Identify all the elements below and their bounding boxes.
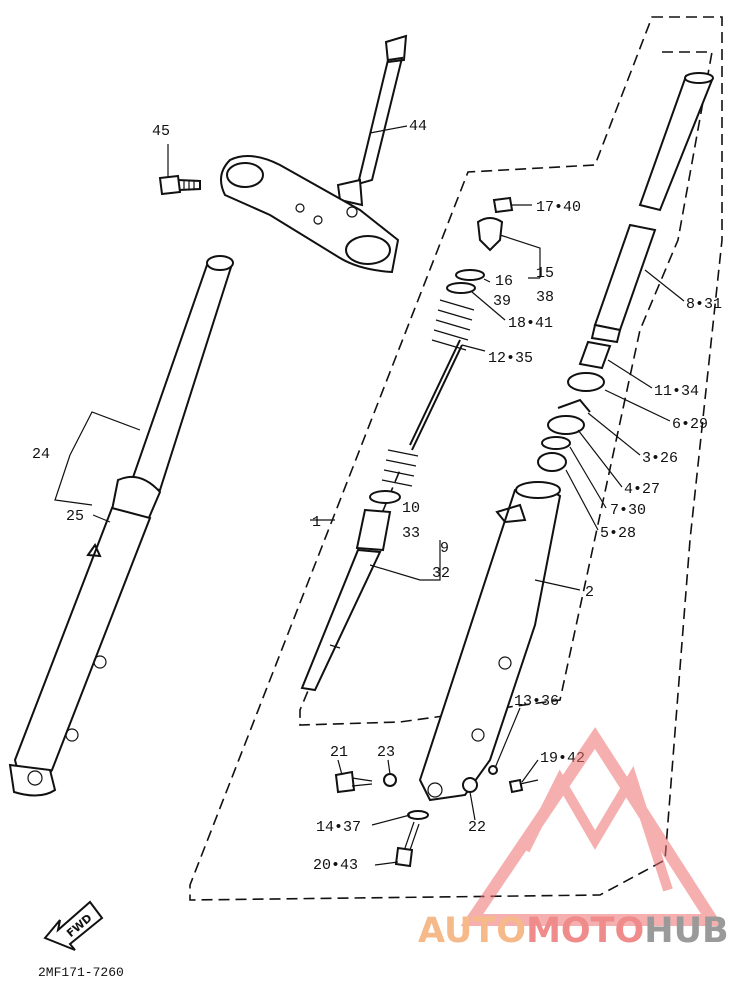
pinch-bolt — [158, 174, 201, 196]
label-13-36: 13•36 — [514, 693, 559, 710]
label-39: 39 — [493, 293, 511, 310]
label-6-29: 6•29 — [672, 416, 708, 433]
label-33: 33 — [402, 525, 420, 542]
under-bracket-assembly — [220, 34, 408, 274]
label-14-37: 14•37 — [316, 819, 361, 836]
label-3-26: 3•26 — [642, 450, 678, 467]
label-9: 9 — [440, 540, 449, 557]
label-18-41: 18•41 — [508, 315, 553, 332]
svg-text:AUTOMOTOHUB: AUTOMOTOHUB — [418, 911, 729, 951]
label-24: 24 — [32, 446, 50, 463]
assembly-boundary-outer — [189, 16, 723, 901]
watermark-text: AUTOMOTOHUB — [418, 911, 729, 951]
label-38: 38 — [536, 289, 554, 306]
label-12-35: 12•35 — [488, 350, 533, 367]
label-15: 15 — [536, 265, 554, 282]
damper-rod-assembly — [300, 284, 475, 692]
label-5-28: 5•28 — [600, 525, 636, 542]
watermark-moto: MOTO — [526, 911, 644, 951]
leader-lines — [54, 125, 685, 866]
diagram-code: 2MF171-7260 — [38, 965, 124, 980]
label-45: 45 — [152, 123, 170, 140]
label-1: 1 — [312, 514, 321, 531]
label-21: 21 — [330, 744, 348, 761]
label-8-31: 8•31 — [686, 296, 722, 313]
label-10: 10 — [402, 500, 420, 517]
label-17-40: 17•40 — [536, 199, 581, 216]
label-20-43: 20•43 — [313, 857, 358, 874]
label-11-34: 11•34 — [654, 383, 699, 400]
label-32: 32 — [432, 565, 450, 582]
watermark-logo — [460, 727, 723, 926]
outer-tube — [418, 481, 562, 802]
label-16: 16 — [495, 273, 513, 290]
watermark-hub: HUB — [644, 911, 728, 951]
label-44: 44 — [409, 118, 427, 135]
top-small-parts — [446, 196, 514, 294]
label-25: 25 — [66, 508, 84, 525]
part-labels: 44 45 17•40 16 15 38 39 18•41 12•35 8•31… — [32, 118, 722, 980]
label-22: 22 — [468, 819, 486, 836]
bottom-small-parts — [334, 765, 539, 868]
label-2: 2 — [585, 584, 594, 601]
watermark-auto: AUTO — [418, 911, 526, 951]
assembly-boundary-inner — [299, 51, 713, 726]
inner-tube-parts — [537, 72, 714, 472]
forward-arrow-icon: FWD — [43, 900, 104, 951]
label-23: 23 — [377, 744, 395, 761]
left-fork-assembly — [8, 255, 234, 797]
label-7-30: 7•30 — [610, 502, 646, 519]
label-4-27: 4•27 — [624, 481, 660, 498]
